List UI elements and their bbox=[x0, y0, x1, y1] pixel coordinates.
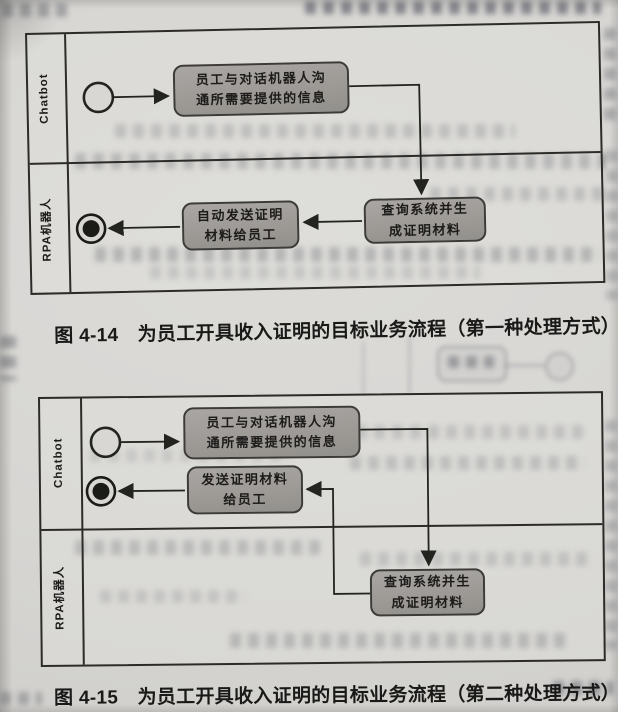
ghost-text bbox=[75, 540, 320, 555]
arrow-communicate-to-query bbox=[349, 83, 430, 196]
ghost-flowchart-line bbox=[408, 336, 411, 394]
arrow-send-to-end bbox=[107, 219, 181, 237]
ghost-flowchart-box bbox=[437, 346, 507, 382]
start-event-icon bbox=[82, 81, 115, 114]
ghost-text bbox=[95, 247, 600, 262]
arrow-communicate-to-query bbox=[360, 428, 437, 567]
flow-connectors bbox=[75, 81, 430, 244]
ghost-text bbox=[360, 552, 590, 566]
ghost-text bbox=[350, 456, 585, 470]
ghost-text bbox=[115, 124, 515, 138]
arrow-start-to-communicate bbox=[113, 88, 170, 105]
ghost-text bbox=[100, 590, 245, 603]
arrow-query-to-send bbox=[305, 480, 371, 595]
ghost-text bbox=[305, 1, 601, 14]
arrow-send-to-end bbox=[117, 482, 185, 500]
end-event-dot-icon bbox=[82, 220, 100, 238]
ghost-text bbox=[150, 266, 480, 279]
task-query-system: 查询系统并生 成证明材料 bbox=[363, 196, 487, 244]
ghost-text bbox=[605, 420, 617, 650]
task-query-system: 查询系统并生 成证明材料 bbox=[369, 568, 486, 617]
task-auto-send: 自动发送证明 材料给员工 bbox=[181, 200, 300, 251]
ghost-text bbox=[448, 356, 494, 368]
ghost-text bbox=[553, 681, 613, 695]
ghost-text bbox=[604, 28, 616, 123]
figure-4-14-caption: 图 4-14 为员工开具收入证明的目标业务流程（第一种处理方式） bbox=[54, 316, 618, 347]
arrow-query-to-send bbox=[302, 213, 363, 230]
figure-4-15-caption: 图 4-15 为员工开具收入证明的目标业务流程（第二种处理方式） bbox=[54, 683, 618, 709]
ghost-flowchart-line bbox=[362, 342, 365, 394]
ghost-flowchart-line bbox=[505, 364, 545, 367]
end-event-dot-icon bbox=[92, 482, 110, 500]
task-communicate-info: 员工与对话机器人沟 通所需要提供的信息 bbox=[172, 61, 350, 117]
figure-4-15-diagram: Chatbot RPA机器人 员工与对话机器人沟 通所需要提供的信息 发送证明材… bbox=[38, 391, 606, 667]
flow-connectors bbox=[85, 426, 437, 595]
start-event-icon bbox=[89, 426, 122, 459]
figure-4-14-diagram: Chatbot RPA机器人 员工与对话机器人沟 通所需要提供的信息 查询系统并… bbox=[25, 20, 606, 295]
ghost-text bbox=[0, 336, 16, 381]
arrow-start-to-communicate bbox=[120, 433, 181, 450]
ghost-text bbox=[0, 692, 42, 705]
ghost-text bbox=[75, 153, 605, 169]
ghost-text bbox=[606, 150, 618, 300]
ghost-text bbox=[2, 3, 74, 17]
task-send-materials: 发送证明材料 给员工 bbox=[186, 465, 304, 515]
task-communicate-info: 员工与对话机器人沟 通所需要提供的信息 bbox=[183, 405, 361, 460]
ghost-text bbox=[230, 633, 565, 648]
ghost-flowchart-circle bbox=[545, 352, 574, 381]
